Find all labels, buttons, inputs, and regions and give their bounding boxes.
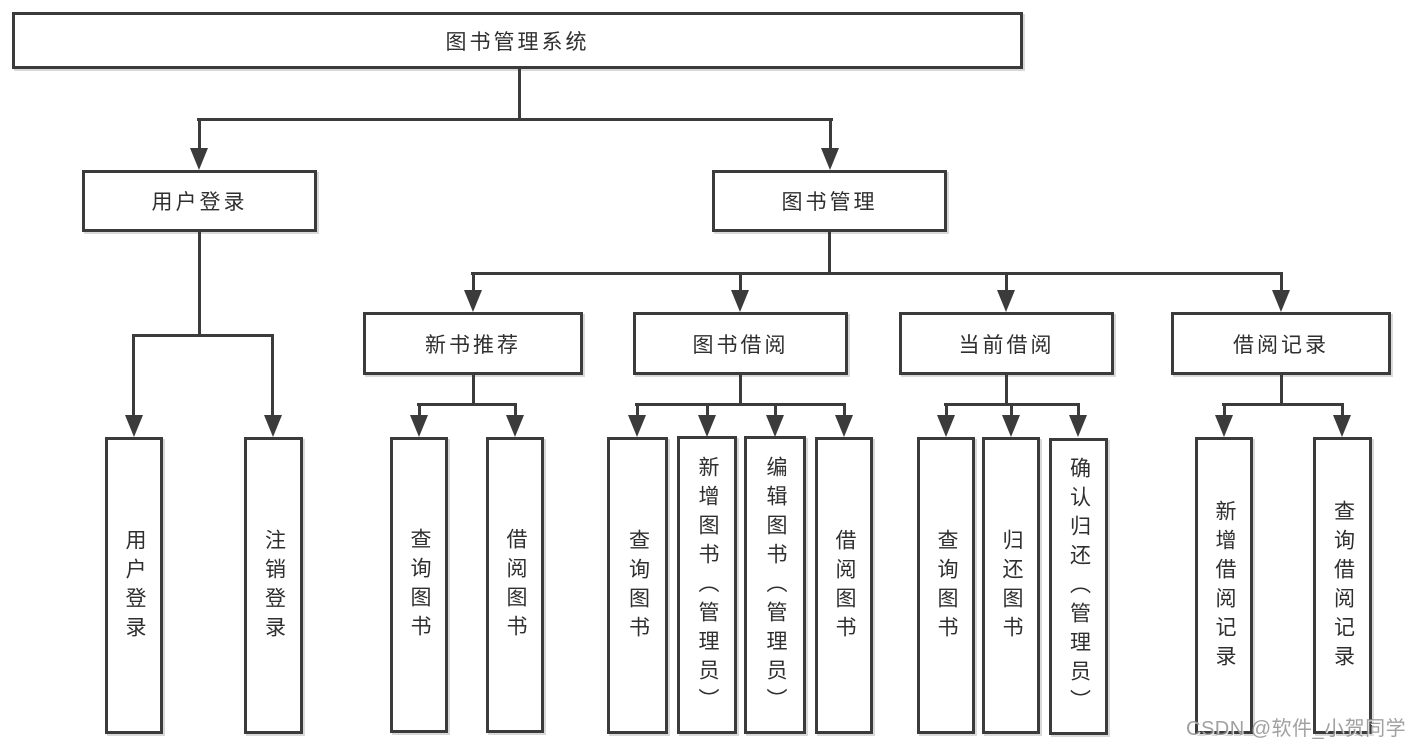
edge-to-bb-edit xyxy=(774,403,777,418)
arrowhead-to-nbr-borrow xyxy=(506,415,524,437)
edge-to-borrow-record xyxy=(1280,272,1283,292)
leaf-br-add-record: 新增借阅记录 xyxy=(1195,437,1253,734)
node-book-management: 图书管理 xyxy=(712,170,947,232)
edge-user-login-stem xyxy=(198,232,201,336)
edge-root-rail xyxy=(197,118,833,121)
edge-to-user-login xyxy=(198,118,201,154)
edge-to-cb-confirm xyxy=(1077,403,1080,418)
leaf-bb-edit-books-admin: 编辑图书（管理员） xyxy=(744,436,806,734)
arrowhead-to-bb-add xyxy=(698,415,716,437)
arrowhead-to-cb-confirm xyxy=(1069,415,1087,437)
arrowhead-to-current-borrow xyxy=(997,290,1015,312)
edge-book-mgmt-rail xyxy=(471,272,1283,275)
node-borrowing-records: 借阅记录 xyxy=(1171,312,1391,375)
edge-to-br-query xyxy=(1341,403,1344,418)
edge-to-book-borrow xyxy=(739,272,742,292)
edge-current-borrow-stem xyxy=(1005,375,1008,406)
node-user-login: 用户登录 xyxy=(82,170,317,232)
edge-to-book-mgmt xyxy=(829,118,832,154)
leaf-bb-query-books: 查询图书 xyxy=(607,437,668,734)
leaf-user-login: 用户登录 xyxy=(105,437,163,734)
edge-to-leaf-logout xyxy=(271,334,274,420)
arrowhead-to-nbr-query xyxy=(410,415,428,437)
arrowhead-to-new-book-rec xyxy=(464,290,482,312)
edge-root-stem xyxy=(518,69,521,121)
leaf-cb-return-books: 归还图书 xyxy=(982,437,1040,734)
arrowhead-to-br-query xyxy=(1333,415,1351,437)
edge-borrow-record-stem xyxy=(1280,375,1283,406)
leaf-br-query-record: 查询借阅记录 xyxy=(1313,437,1372,734)
node-current-borrowing: 当前借阅 xyxy=(899,312,1114,375)
leaf-nbr-borrow-books: 借阅图书 xyxy=(486,437,544,733)
edge-to-bb-add xyxy=(706,403,709,418)
arrowhead-to-borrow-record xyxy=(1272,290,1290,312)
node-root-library-system: 图书管理系统 xyxy=(12,12,1023,69)
edge-to-cb-return xyxy=(1010,403,1013,418)
arrowhead-to-bb-query xyxy=(628,415,646,437)
arrowhead-to-leaf-user-login xyxy=(125,415,143,437)
arrowhead-to-book-mgmt xyxy=(821,148,839,170)
arrowhead-to-br-add xyxy=(1215,415,1233,437)
leaf-bb-borrow-books: 借阅图书 xyxy=(815,437,873,734)
edge-to-cb-query xyxy=(945,403,948,418)
edge-to-new-book-rec xyxy=(472,272,475,292)
edge-new-book-rec-stem xyxy=(472,375,475,406)
edge-book-mgmt-stem xyxy=(828,232,831,275)
edge-to-nbr-borrow xyxy=(514,403,517,418)
arrowhead-to-leaf-logout xyxy=(264,415,282,437)
csdn-watermark: CSDN @软件_小贺同学 xyxy=(1186,718,1405,740)
node-book-borrowing: 图书借阅 xyxy=(633,312,848,375)
arrowhead-to-book-borrow xyxy=(731,290,749,312)
edge-to-nbr-query xyxy=(418,403,421,418)
leaf-bb-add-books-admin: 新增图书（管理员） xyxy=(677,436,737,734)
arrowhead-to-user-login xyxy=(190,148,208,170)
node-new-book-recommend: 新书推荐 xyxy=(363,312,583,375)
edge-book-borrow-stem xyxy=(739,375,742,406)
leaf-cb-confirm-return-admin: 确认归还（管理员） xyxy=(1049,438,1108,735)
leaf-cb-query-books: 查询图书 xyxy=(917,437,975,734)
arrowhead-to-cb-return xyxy=(1002,415,1020,437)
leaf-logout: 注销登录 xyxy=(244,437,303,734)
arrowhead-to-bb-borrow xyxy=(835,415,853,437)
edge-book-borrow-rail xyxy=(635,403,846,406)
edge-to-bb-borrow xyxy=(843,403,846,418)
edge-user-login-rail xyxy=(132,334,274,337)
edge-to-br-add xyxy=(1223,403,1226,418)
arrowhead-to-bb-edit xyxy=(766,415,784,437)
edge-borrow-record-rail xyxy=(1222,403,1344,406)
edge-to-leaf-user-login xyxy=(132,334,135,420)
leaf-nbr-query-books: 查询图书 xyxy=(390,437,448,733)
edge-to-current-borrow xyxy=(1005,272,1008,292)
edge-new-book-rec-rail xyxy=(417,403,517,406)
edge-to-bb-query xyxy=(636,403,639,418)
arrowhead-to-cb-query xyxy=(937,415,955,437)
